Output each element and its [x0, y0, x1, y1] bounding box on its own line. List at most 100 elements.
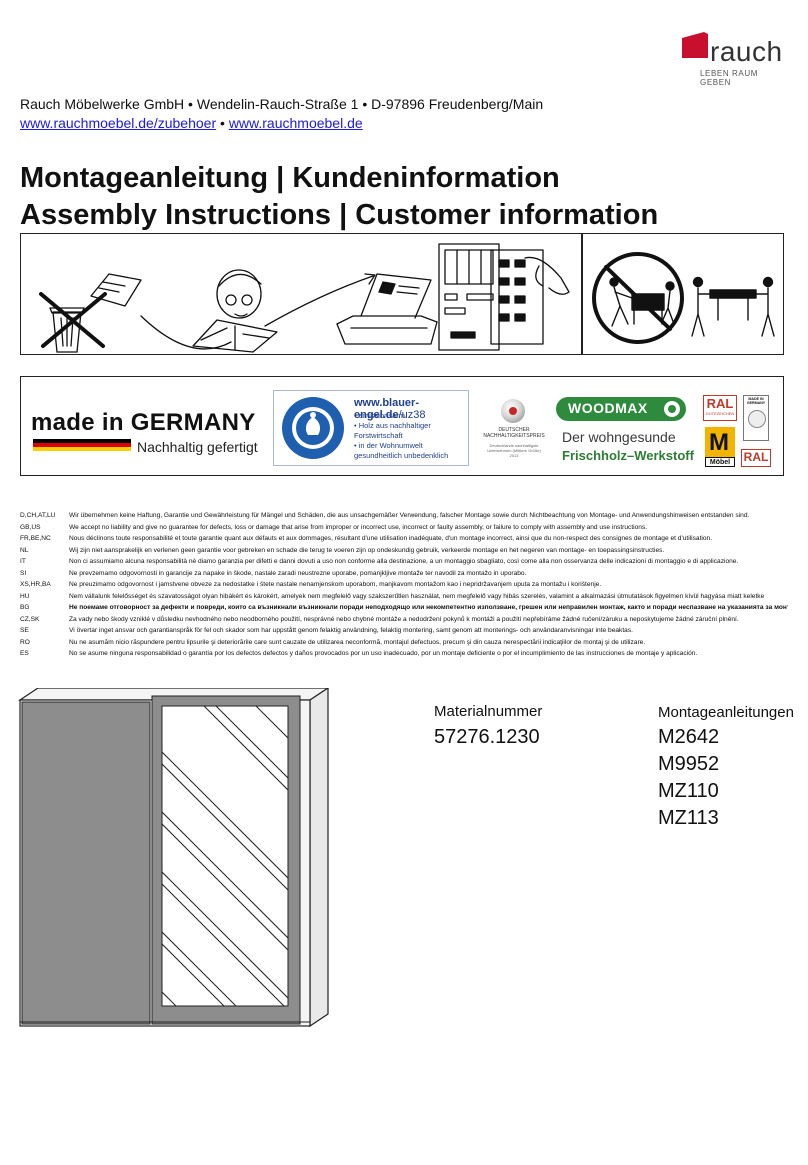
manual-code: M9952 [658, 753, 720, 775]
title-german: Montageanleitung | Kundeninformation [20, 162, 560, 194]
disclaimer-text: Nous déclinons toute responsabilité et t… [69, 535, 713, 542]
rauch-logo-icon [682, 32, 708, 58]
disclaimer-text: Non ci assumiamo alcuna responsabilità n… [69, 558, 739, 565]
disclaimer-text: Ne preuzimamo odgovornost i jamstvene ob… [69, 581, 602, 588]
title-english: Assembly Instructions | Customer informa… [20, 199, 659, 231]
disclaimer-row: SI Ne prevzemamo odgovornosti in garancij… [20, 568, 788, 580]
links-line: www.rauchmoebel.de/zubehoer • www.rauchm… [20, 114, 543, 133]
seal-icon [748, 410, 766, 428]
manual-code: M2642 [658, 726, 720, 748]
disclaimer-row: BG Не поемаме отговорност за дефекти и по… [20, 602, 788, 614]
award-subtitle: Deutschlands nachhaltigste Unternehmen (… [487, 443, 541, 458]
disclaimer-row: FR,BE,NC Nous déclinons toute responsabil… [20, 533, 788, 545]
wardrobe-side [309, 688, 329, 1028]
country-codes: SE [20, 627, 29, 634]
mirror-panel [161, 705, 289, 1007]
disclaimer-text: Wij zijn niet aansprakelijk en verlenen … [69, 546, 665, 554]
disclaimer-text: We accept no liability and give no guara… [69, 523, 648, 531]
arrowhead-1 [364, 273, 376, 285]
award-dot-icon [509, 407, 517, 415]
country-codes: SI [20, 569, 27, 577]
website-link[interactable]: www.rauchmoebel.de [228, 115, 363, 131]
sliding-door-wardrobe-illustration [18, 688, 330, 1028]
accessories-link[interactable]: www.rauchmoebel.de/zubehoer [20, 115, 217, 131]
sustainably-made-label: Nachhaltig gefertigt [137, 439, 258, 455]
disclaimer-text: Не поемаме отговорност за дефекти и повр… [69, 604, 788, 611]
certificates-band: made in GERMANY Nachhaltig gefertigt www… [20, 376, 784, 476]
made-in-germany-seal: MADE IN GERMANY [743, 395, 769, 441]
do-not-discard-instructions-icon [39, 273, 142, 353]
left-door [21, 701, 151, 1025]
country-codes: HU [20, 592, 30, 600]
disclaimer-row: NL Wij zijn niet aansprakelijk en verlene… [20, 545, 788, 557]
company-address: Rauch Möbelwerke GmbH • Wendelin-Rauch-S… [20, 95, 543, 133]
do-not-drag-furniture-icon [592, 252, 684, 344]
criteria-item: Holz aus nachhaltiger Forstwirtschaft [354, 421, 468, 441]
read-instructions-icon [192, 269, 278, 353]
arrow-shape-1 [140, 315, 232, 350]
material-number-label: Materialnummer [434, 703, 543, 720]
mirror-reflection-lines [162, 706, 288, 1006]
address-line: Rauch Möbelwerke GmbH • Wendelin-Rauch-S… [20, 96, 544, 112]
disclaimer-row: RO Nu ne asumăm nicio răspundere pentru l… [20, 637, 788, 649]
manual-code: MZ113 [658, 807, 719, 829]
criteria-item: emissionsarm [354, 411, 468, 421]
logo-wordmark: rauch [710, 36, 783, 67]
woodmax-line-1: Der wohngesunde [562, 429, 676, 445]
disclaimer-row: D,CH,AT,LU Wir übernehmen keine Haftung, … [20, 510, 788, 522]
woodmax-logo: WOODMAX [556, 397, 686, 421]
country-codes: ES [20, 650, 29, 657]
disclaimer-row: XS,HR,BA Ne preuzimamo odgovornost i jams… [20, 579, 788, 591]
disclaimer-text: Nem vállalunk felelősséget és szavatossá… [69, 592, 765, 600]
assembly-manuals-label: Montageanleitungen [658, 704, 794, 721]
country-codes: IT [20, 558, 26, 565]
country-codes: RO [20, 638, 30, 646]
made-in-germany-label: made in GERMANY [31, 409, 256, 436]
furniture-moving-illustration [592, 252, 775, 344]
golden-m-mobel-mark: M Möbel [705, 427, 735, 467]
disclaimer-text: Nu ne asumăm nicio răspundere pentru lip… [69, 638, 646, 646]
disclaimer-text: Za vady nebo škody vzniklé v důsledku ne… [69, 615, 739, 623]
lift-furniture-icon [691, 276, 775, 337]
instruction-pictogram-strip [20, 233, 784, 355]
country-codes: D,CH,AT,LU [20, 512, 56, 519]
liability-disclaimer-list: D,CH,AT,LU Wir übernehmen keine Haftung, … [20, 510, 788, 660]
woodmax-line-2: Frischholz–Werkstoff [562, 448, 694, 463]
blauer-engel-badge: www.blauer-engel.de/uz38 emissionsarm Ho… [273, 390, 469, 466]
disclaimer-row: IT Non ci assumiamo alcuna responsabilità… [20, 556, 788, 568]
blauer-engel-seal-icon [282, 397, 344, 459]
link-separator: • [216, 115, 229, 131]
assembly-manuals-list: M2642 M9952 MZ110 MZ113 [658, 724, 719, 832]
pictogram-divider [581, 234, 583, 354]
rauch-logo: rauch LEBEN RAUM GEBEN [676, 26, 788, 87]
country-codes: GB,US [20, 523, 41, 531]
sustainability-award-badge: DEUTSCHER NACHHALTIGKEITSPREIS Deutschla… [483, 399, 545, 467]
disclaimer-text: No se asume ninguna responsabilidad o ga… [69, 650, 698, 657]
country-codes: CZ,SK [20, 615, 40, 623]
country-codes: BG [20, 604, 30, 611]
woodmax-wheel-icon [664, 401, 680, 417]
woodmax-badge: WOODMAX Der wohngesunde Frischholz–Werks… [556, 397, 698, 469]
award-title: DEUTSCHER NACHHALTIGKEITSPREIS [483, 427, 545, 439]
german-flag-icon [33, 439, 131, 451]
country-codes: XS,HR,BA [20, 581, 51, 588]
ral-mark-small: RAL [741, 449, 771, 467]
material-number: 57276.1230 [434, 726, 540, 748]
disclaimer-text: Wir übernehmen keine Haftung, Garantie u… [69, 512, 750, 519]
disclaimer-row: HU Nem vállalunk felelősséget és szavatos… [20, 591, 788, 603]
disclaimer-text: Vi övertar inget ansvar och garantianspr… [69, 627, 633, 634]
disclaimer-text: Ne prevzemamo odgovornosti in garancije … [69, 569, 527, 577]
country-codes: NL [20, 546, 29, 554]
criteria-item: in der Wohnumwelt gesundheitlich unbeden… [354, 441, 468, 461]
instruction-handling-illustration [39, 243, 570, 353]
order-parts-form-icon [438, 243, 570, 351]
arrow-shape-2 [264, 275, 374, 327]
blauer-engel-criteria: emissionsarm Holz aus nachhaltiger Forst… [354, 411, 468, 461]
disclaimer-row: SE Vi övertar inget ansvar och garantians… [20, 625, 788, 637]
logo-tagline: LEBEN RAUM GEBEN [700, 69, 759, 87]
disclaimer-row: ES No se asume ninguna responsabilidad o … [20, 648, 788, 660]
manual-code: MZ110 [658, 780, 719, 802]
disclaimer-row: CZ,SK Za vady nebo škody vzniklé v důsled… [20, 614, 788, 626]
country-codes: FR,BE,NC [20, 535, 51, 542]
